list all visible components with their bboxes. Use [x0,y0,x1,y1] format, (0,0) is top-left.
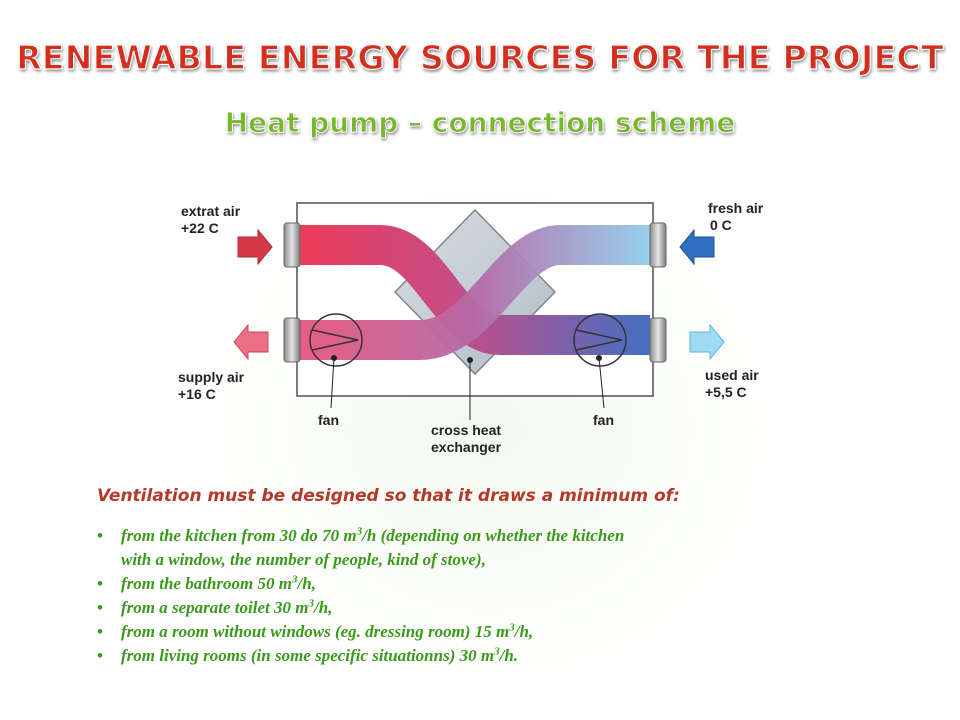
fresh-air-name: fresh air [708,200,764,216]
list-item-text: from living rooms (in some specific situ… [121,646,481,665]
list-item-text: from a separate toilet 30 [121,598,296,617]
list-item-text-end: /h. [499,646,519,665]
bullet-icon: • [97,574,103,593]
flange-top-right [649,222,667,268]
list-item-text: from a room without windows (eg. dressin… [121,622,497,641]
list-item: • from living rooms (in some specific si… [97,644,857,668]
extract-air-label: extrat air +22 C [181,203,240,237]
supply-air-label: supply air +16 C [178,369,244,403]
supply-air-name: supply air [178,369,245,385]
list-item-text-end: /h (depending on whether the kitchen [362,526,625,545]
used-air-name: used air [705,367,759,383]
page-subtitle: Heat pump – connection scheme [224,106,736,140]
requirements-list: • from the kitchen from 30 do 70 m3/h (d… [97,524,857,668]
flange-bottom-right [649,317,667,363]
fan-right-label: fan [593,412,614,428]
flange-top-left [283,222,301,268]
flange-bottom-left [283,317,301,363]
extract-air-name: extrat air [181,203,241,219]
exchanger-label-line2: exchanger [431,439,502,455]
list-item-text: from the bathroom 50 [121,574,279,593]
unit-exponent: 3 [356,525,363,538]
bullet-icon: • [97,598,103,617]
fresh-air-duct [300,225,650,360]
fan-left-icon [309,313,363,367]
list-item: • from a separate toilet 30 m3/h, [97,596,857,620]
used-air-label: used air +5,5 C [705,367,759,401]
extract-air-duct [300,225,650,355]
extract-air-temp: +22 C [181,220,219,236]
unit-base: m [343,526,357,545]
list-item-text-end: /h, [297,574,316,593]
used-air-temp: +5,5 C [705,384,747,400]
leader-lines [330,355,605,420]
fresh-air-temp: 0 C [710,217,732,233]
list-item-text: from the kitchen from 30 do 70 [121,526,344,545]
bullet-icon: • [97,526,103,545]
bullet-icon: • [97,646,103,665]
unit-base: m [496,622,510,641]
unit-exponent: 3 [291,573,298,586]
exchanger-label-line1: cross heat [431,422,502,438]
exchanger-label: cross heat exchanger [431,422,501,456]
list-item-text-end: /h, [514,622,534,641]
bullet-icon: • [97,622,103,641]
list-item: • from the bathroom 50 m3/h, [97,572,857,596]
requirements-heading: Ventilation must be designed so that it … [97,486,680,506]
supply-air-temp: +16 C [178,386,216,402]
list-item: • from the kitchen from 30 do 70 m3/h (d… [97,524,857,572]
list-item: • from a room without windows (eg. dress… [97,620,857,644]
unit-exponent: 3 [509,621,515,634]
heat-pump-diagram [233,202,725,420]
list-item-text-end: /h, [313,598,333,617]
used-air-arrow-icon [689,323,725,361]
unit-base: m [295,598,309,617]
fan-left-label: fan [318,412,339,428]
list-item-continuation: with a window, the number of people, kin… [121,550,486,569]
unit-base: m [278,574,292,593]
extract-air-arrow-icon [237,228,273,266]
page-title: RENEWABLE ENERGY SOURCES FOR THE PROJECT [16,37,944,77]
unit-base: m [480,646,495,665]
unit-exponent: 3 [308,597,314,610]
fresh-air-label: fresh air 0 C [708,200,763,234]
supply-air-arrow-icon [233,323,269,361]
fresh-air-arrow-icon [679,228,715,266]
unit-exponent: 3 [494,645,500,658]
